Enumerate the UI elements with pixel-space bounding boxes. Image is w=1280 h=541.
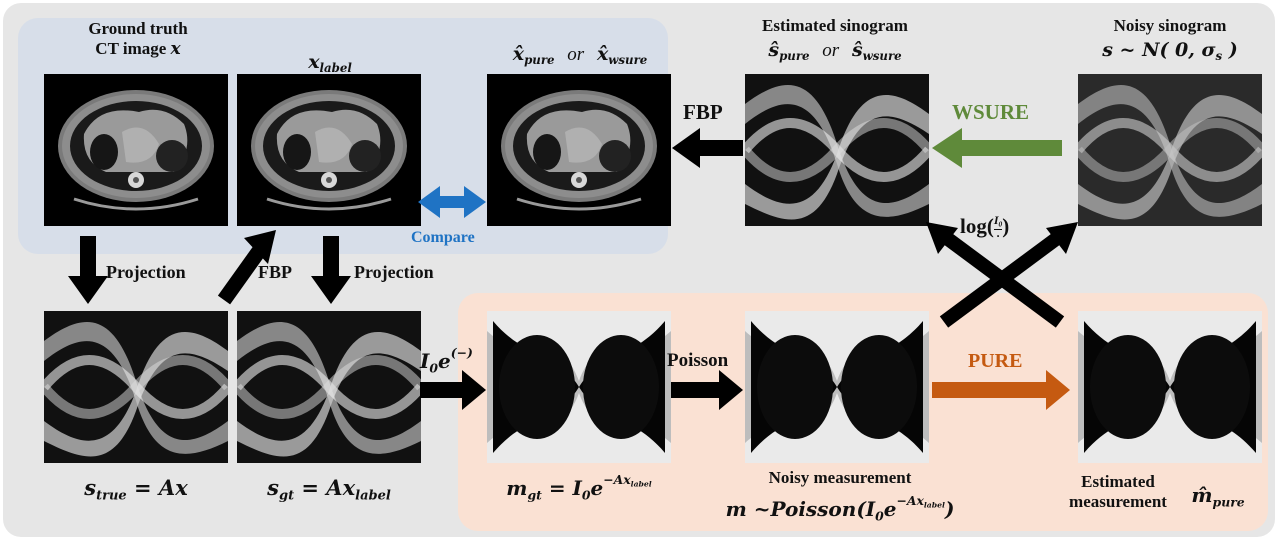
s-gt-label: sgt = Axlabel — [267, 475, 391, 504]
fbp-left-label: FBP — [683, 100, 723, 124]
noisy-sinogram-image — [1078, 74, 1262, 226]
estimated-sinogram-image — [745, 74, 929, 226]
s-true-sinogram-image — [44, 311, 228, 463]
s-true-label: strue = Ax — [84, 475, 188, 504]
projection-right-label: Projection — [354, 262, 434, 282]
i0-exp-label: I0e(−) — [420, 345, 473, 376]
x-estimate-ct-image — [487, 74, 671, 226]
compare-label: Compare — [411, 229, 475, 246]
estimated-measurement-image — [1078, 311, 1262, 463]
m-gt-measurement-image — [487, 311, 671, 463]
x-label-label: xlabel — [308, 51, 352, 76]
estimated-sinogram-label: Estimated sinogram ŝpure or ŝwsure — [762, 16, 908, 63]
s-gt-sinogram-image — [237, 311, 421, 463]
estimated-measurement-label: Estimated measurement — [1069, 472, 1167, 511]
x-label-ct-image — [237, 74, 421, 226]
noisy-measurement-label: Noisy measurement m ~Poisson(I0e−Axlabel… — [725, 468, 955, 524]
ground-truth-ct-image — [44, 74, 228, 226]
projection-left-label: Projection — [106, 262, 186, 282]
m-pure-label: m̂pure — [1191, 483, 1245, 510]
m-gt-label: mgt = I0e−Axlabel — [506, 472, 652, 503]
noisy-measurement-image — [745, 311, 929, 463]
log-label: log(I0·) — [960, 213, 1010, 243]
pure-label: PURE — [968, 350, 1023, 372]
ground-truth-label: Ground truth CT image x — [88, 19, 188, 59]
x-estimate-label: x̂pure or x̂wsure — [512, 43, 648, 68]
fbp-up-label: FBP — [258, 262, 292, 282]
poisson-label: Poisson — [667, 350, 729, 371]
noisy-sinogram-label: Noisy sinogram s ~ N( 0, σs ) — [1102, 16, 1238, 63]
wsure-label: WSURE — [952, 100, 1030, 124]
